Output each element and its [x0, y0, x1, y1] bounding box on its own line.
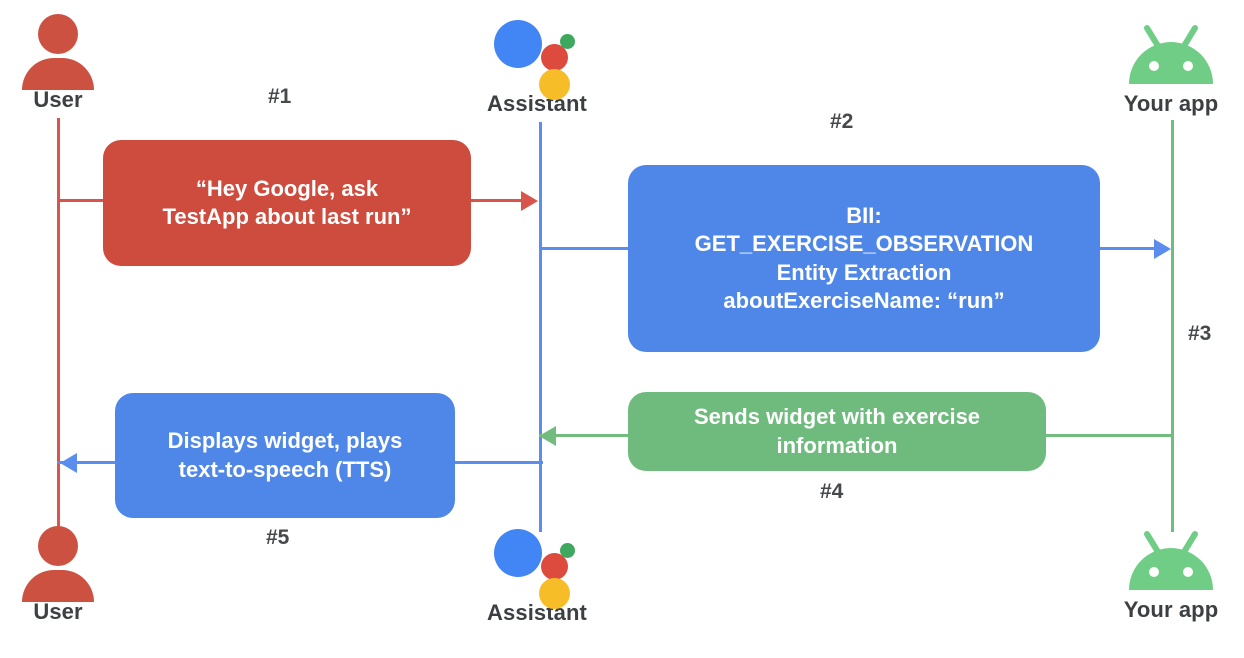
actor-user-bottom: User: [0, 526, 133, 624]
bii-line-3: Entity Extraction: [776, 259, 952, 285]
assistant-dot-blue: [494, 529, 542, 577]
message-box-utterance: “Hey Google, ask TestApp about last run”: [103, 140, 471, 266]
user-head-shape: [38, 526, 78, 566]
assistant-dot-blue: [494, 20, 542, 68]
step-label-1: #1: [268, 85, 292, 108]
actor-assistant-bottom: Assistant: [462, 521, 612, 625]
step-label-2: #2: [830, 110, 854, 133]
step-label-5: #5: [266, 526, 290, 549]
actor-user-top: User: [0, 14, 133, 112]
actor-label-assistant-bottom: Assistant: [487, 600, 587, 625]
android-robot-icon: [1123, 524, 1219, 598]
actor-your-app-top: Your app: [1096, 18, 1244, 116]
tts-line-1: Displays widget, plays: [167, 428, 403, 454]
actor-label-assistant-top: Assistant: [487, 91, 587, 116]
google-assistant-icon: [494, 521, 580, 609]
actor-label-user-top: User: [33, 87, 83, 112]
user-avatar-icon: [22, 526, 94, 602]
user-body-shape: [22, 570, 94, 602]
connector-bii-to-your-app: [1100, 247, 1156, 250]
actor-label-your-app-top: Your app: [1123, 91, 1219, 116]
utterance-line-1: “Hey Google, ask: [195, 175, 379, 201]
arrowhead-your-app-to-assistant: [539, 426, 556, 446]
user-body-shape: [22, 58, 94, 90]
actor-label-your-app-bottom: Your app: [1123, 597, 1219, 622]
actor-assistant-top: Assistant: [462, 12, 612, 116]
utterance-line-2: TestApp about last run”: [162, 204, 412, 229]
arrowhead-assistant-to-user: [60, 453, 77, 473]
arrowhead-user-to-assistant: [521, 191, 538, 211]
lifeline-user: [57, 118, 60, 536]
user-head-shape: [38, 14, 78, 54]
message-box-bii: BII: GET_EXERCISE_OBSERVATION Entity Ext…: [628, 165, 1100, 352]
google-assistant-icon: [494, 12, 580, 100]
arrowhead-bii-to-your-app: [1154, 239, 1171, 259]
widget-response-line-1: Sends widget with exercise: [693, 404, 981, 430]
bii-line-2: GET_EXERCISE_OBSERVATION: [694, 231, 1034, 257]
actor-your-app-bottom: Your app: [1096, 524, 1244, 622]
widget-response-line-2: information: [776, 432, 898, 458]
assistant-dot-red: [541, 44, 568, 71]
assistant-dot-green: [560, 543, 575, 558]
bii-line-1: BII:: [846, 203, 882, 229]
actor-label-user-bottom: User: [33, 599, 83, 624]
message-box-tts: Displays widget, plays text-to-speech (T…: [115, 393, 455, 518]
tts-line-2: text-to-speech (TTS): [178, 456, 392, 482]
assistant-dot-yellow: [539, 578, 570, 609]
lifeline-your-app: [1171, 120, 1174, 532]
message-box-widget-response: Sends widget with exercise information: [628, 392, 1046, 471]
assistant-dot-red: [541, 553, 568, 580]
assistant-dot-green: [560, 34, 575, 49]
step-label-4: #4: [820, 480, 844, 503]
bii-line-4: aboutExerciseName: “run”: [723, 287, 1005, 313]
user-avatar-icon: [22, 14, 94, 90]
connector-assistant-to-bii: [539, 247, 639, 250]
android-robot-icon: [1123, 18, 1219, 92]
step-label-3: #3: [1188, 322, 1212, 345]
assistant-dot-yellow: [539, 69, 570, 100]
lifeline-assistant: [539, 122, 542, 532]
